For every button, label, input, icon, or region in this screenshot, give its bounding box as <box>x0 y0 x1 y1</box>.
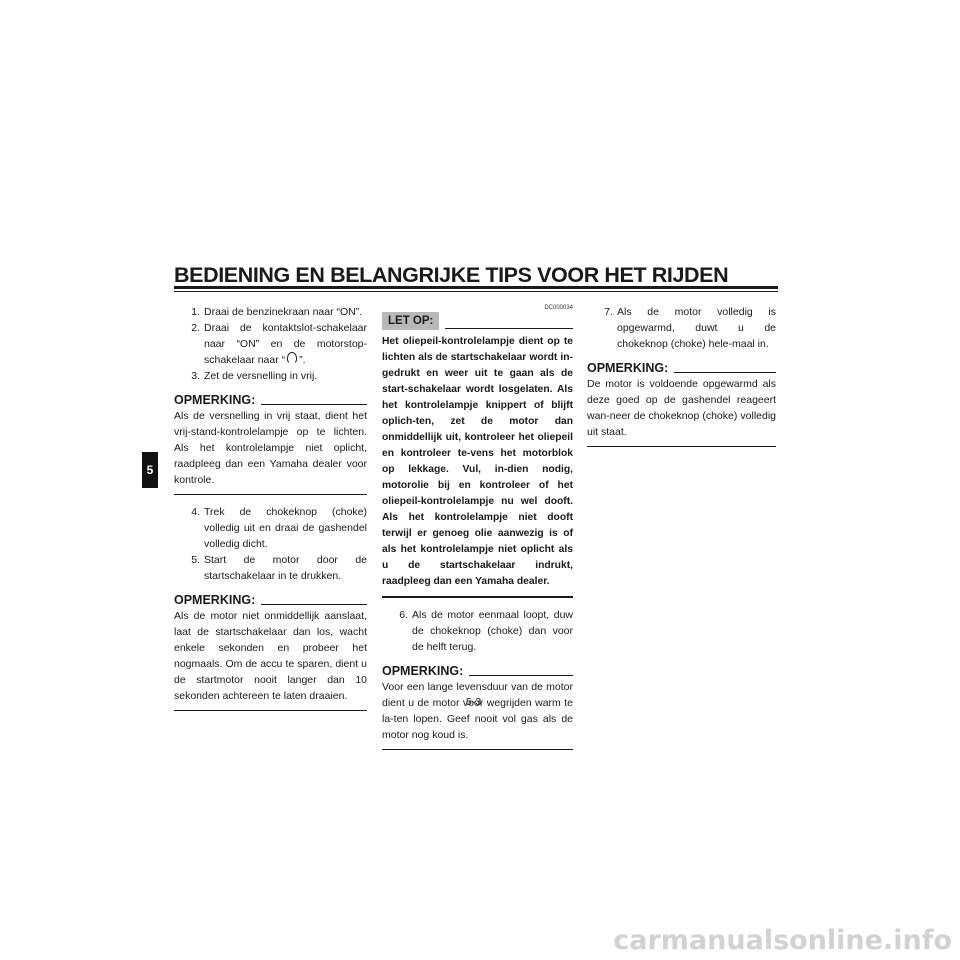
watermark: carmanualsonline.info <box>613 925 952 956</box>
note-header: OPMERKING: <box>587 360 776 376</box>
title-rule <box>174 286 778 289</box>
note-rule <box>261 604 367 605</box>
note-header: OPMERKING: <box>382 663 573 679</box>
note-label: OPMERKING: <box>174 393 256 407</box>
step-number: 2. <box>191 322 200 334</box>
note-rule <box>469 675 573 676</box>
note-text: Als de versnelling in vrij staat, dient … <box>174 408 367 495</box>
middle-column: DC000034 LET OP: Het oliepeil-kontrolela… <box>382 304 573 750</box>
document-code: DC000034 <box>544 305 573 311</box>
right-column: 7. Als de motor volledig is opgewarmd, d… <box>587 304 776 447</box>
caution-header: LET OP: <box>382 312 573 330</box>
step-list: 4. Trek de chokeknop (choke) volledig ui… <box>174 504 367 584</box>
step-list: 1. Draai de benzinekraan naar “ON”. 2. D… <box>174 304 367 384</box>
note-rule <box>674 372 776 373</box>
step-item: 4. Trek de chokeknop (choke) volledig ui… <box>174 504 367 552</box>
step-number: 6. <box>399 609 408 621</box>
step-item: 7. Als de motor volledig is opgewarmd, d… <box>587 304 776 352</box>
note-header: OPMERKING: <box>174 392 367 408</box>
note-header: OPMERKING: <box>174 592 367 608</box>
caution-label: LET OP: <box>382 312 440 330</box>
step-number: 4. <box>191 506 200 518</box>
title-rule-thin <box>174 291 778 292</box>
page-number: 5-3 <box>466 696 482 708</box>
step-list: 6. Als de motor eenmaal loopt, duw de ch… <box>382 607 573 655</box>
step-text: Als de motor volledig is opgewarmd, duwt… <box>617 306 776 350</box>
caution-text: Het oliepeil-kontrolelampje dient op te … <box>382 334 573 598</box>
step-item: 2. Draai de kontaktslot-schakelaar naar … <box>174 320 367 368</box>
note-rule <box>261 404 367 405</box>
note-label: OPMERKING: <box>382 664 464 678</box>
step-text: Als de motor eenmaal loopt, duw de choke… <box>412 609 573 653</box>
step-text: Start de motor door de startschakelaar i… <box>204 554 367 582</box>
step-text-part: ”. <box>299 354 306 366</box>
note-label: OPMERKING: <box>587 361 669 375</box>
note-label: OPMERKING: <box>174 593 256 607</box>
caution-rule <box>445 328 573 329</box>
step-text: Trek de chokeknop (choke) volledig uit e… <box>204 506 367 550</box>
step-text: Draai de benzinekraan naar “ON”. <box>204 306 363 318</box>
step-item: 3. Zet de versnelling in vrij. <box>174 368 367 384</box>
step-number: 7. <box>604 306 613 318</box>
chapter-tab: 5 <box>142 452 158 488</box>
note-box: OPMERKING: De motor is voldoende opgewar… <box>587 360 776 447</box>
step-number: 5. <box>191 554 200 566</box>
step-text: Zet de versnelling in vrij. <box>204 370 318 382</box>
step-item: 5. Start de motor door de startschakelaa… <box>174 552 367 584</box>
step-list: 7. Als de motor volledig is opgewarmd, d… <box>587 304 776 352</box>
note-text: Als de motor niet onmiddellijk aanslaat,… <box>174 608 367 711</box>
step-item: 1. Draai de benzinekraan naar “ON”. <box>174 304 367 320</box>
caution-box: LET OP: Het oliepeil-kontrolelampje dien… <box>382 312 573 598</box>
step-number: 1. <box>191 306 200 318</box>
left-column: 1. Draai de benzinekraan naar “ON”. 2. D… <box>174 304 367 711</box>
note-box: OPMERKING: Als de versnelling in vrij st… <box>174 392 367 495</box>
note-box: OPMERKING: Als de motor niet onmiddellij… <box>174 592 367 711</box>
note-text: De motor is voldoende opgewarmd als deze… <box>587 376 776 447</box>
step-text: Draai de kontaktslot-schakelaar naar “ON… <box>204 320 367 368</box>
step-number: 3. <box>191 370 200 382</box>
engine-stop-symbol-icon <box>287 352 298 364</box>
step-item: 6. Als de motor eenmaal loopt, duw de ch… <box>382 607 573 655</box>
page-title: BEDIENING EN BELANGRIJKE TIPS VOOR HET R… <box>174 263 729 287</box>
note-box: OPMERKING: Voor een lange levensduur van… <box>382 663 573 750</box>
step-text-part: Draai de kontaktslot-schakelaar naar “ON… <box>204 322 367 366</box>
note-text: Voor een lange levensduur van de motor d… <box>382 679 573 750</box>
